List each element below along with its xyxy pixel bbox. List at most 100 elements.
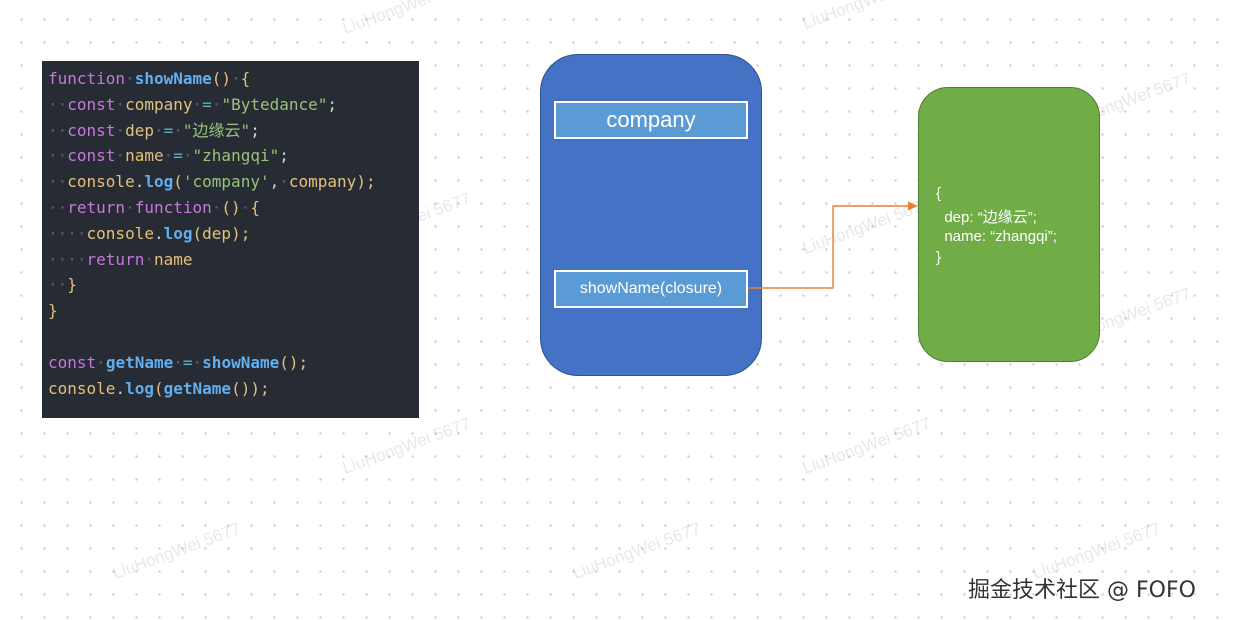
code-token: · — [173, 352, 183, 372]
code-token: ···· — [48, 249, 87, 269]
code-line: ··} — [48, 272, 419, 298]
code-token: ·· — [48, 146, 68, 166]
code-token: dep — [125, 120, 154, 140]
code-token: ; — [250, 120, 260, 140]
code-token: ···· — [48, 223, 87, 243]
code-line: ····return·name — [48, 247, 419, 273]
code-token: () — [221, 197, 241, 217]
code-token: getName — [163, 378, 232, 398]
code-token: console — [48, 378, 116, 398]
code-line: console.log(getName()); — [48, 376, 419, 402]
code-token: ( — [153, 378, 164, 398]
code-token: company — [288, 172, 357, 192]
code-token: showName — [134, 69, 212, 88]
code-token: getName — [105, 352, 174, 372]
code-token: ·· — [48, 120, 68, 140]
code-token: showName — [202, 352, 280, 372]
code-token: log — [125, 378, 154, 398]
code-token: "Bytedance" — [221, 94, 328, 114]
code-token: · — [279, 172, 289, 192]
code-token: name — [153, 249, 193, 269]
code-token: , — [269, 172, 280, 192]
code-token: function — [134, 197, 212, 217]
code-token: dep — [202, 223, 232, 243]
code-token: const — [48, 352, 97, 372]
code-line: ····console.log(dep); — [48, 221, 419, 247]
code-token: · — [211, 94, 222, 114]
code-token: log — [144, 172, 174, 192]
code-token: = — [173, 146, 183, 166]
code-token: · — [173, 120, 183, 140]
code-token: · — [125, 197, 135, 217]
code-token: · — [125, 69, 135, 88]
code-panel: function·showName()·{··const·company·=·"… — [42, 61, 419, 418]
closure-object-line: name: “zhangqi”; — [936, 228, 1057, 245]
code-token: 'company' — [182, 172, 270, 192]
code-token: const — [67, 146, 116, 166]
code-line: ··const·dep·=·"边缘云"; — [48, 118, 419, 144]
code-token: return — [86, 249, 145, 269]
code-line: ··console.log('company',·company); — [48, 169, 419, 195]
code-token: name — [125, 146, 164, 166]
code-token: · — [115, 146, 126, 166]
code-token: ·· — [48, 197, 68, 217]
code-token: · — [153, 120, 164, 140]
code-token: function — [48, 69, 126, 88]
code-line: const·getName·=·showName(); — [48, 350, 419, 376]
code-token: ; — [327, 94, 338, 114]
code-line: function·showName()·{ — [48, 66, 419, 92]
code-token: · — [96, 352, 106, 372]
code-token: . — [134, 172, 145, 192]
code-token: log — [163, 223, 193, 243]
code-line: ··const·name·=·"zhangqi"; — [48, 143, 419, 169]
company-variable-label: company — [606, 107, 696, 132]
brand-watermark: 掘金技术社区 @ FOFO — [968, 578, 1196, 603]
code-token: · — [192, 352, 203, 372]
code-token: = — [182, 352, 193, 372]
connector-line — [748, 205, 910, 289]
code-token: . — [153, 223, 164, 243]
closure-object-line: { — [936, 185, 942, 202]
code-token: ()); — [231, 378, 270, 398]
code-token: · — [163, 146, 174, 166]
code-token: ); — [356, 172, 376, 192]
code-token: = — [202, 94, 212, 114]
code-line: } — [48, 298, 419, 324]
code-token: company — [125, 94, 193, 114]
code-token: · — [192, 94, 203, 114]
closure-object-line: } — [936, 249, 942, 266]
company-variable-box: company — [554, 101, 748, 139]
code-token: () — [211, 69, 232, 88]
code-token: "zhangqi" — [192, 146, 280, 166]
code-line: ··const·company·=·"Bytedance"; — [48, 92, 419, 118]
code-token: const — [67, 120, 116, 140]
code-token: · — [240, 197, 251, 217]
code-token: = — [163, 120, 174, 140]
closure-object-box — [918, 87, 1100, 362]
code-token: . — [115, 378, 126, 398]
code-token: · — [211, 197, 222, 217]
code-token: { — [240, 69, 251, 88]
closure-object-line: dep: “边缘云”; — [936, 209, 1037, 226]
code-token: · — [115, 94, 126, 114]
code-token: } — [67, 275, 77, 295]
code-token: ·· — [48, 275, 68, 295]
code-token: ); — [231, 223, 251, 243]
connector-arrowhead — [908, 201, 918, 211]
code-token: ; — [279, 146, 289, 166]
code-token: · — [231, 69, 241, 88]
code-token: { — [250, 197, 260, 217]
code-token: "边缘云" — [182, 120, 251, 140]
code-token: ( — [173, 172, 183, 192]
code-token: (); — [279, 352, 309, 372]
code-token: } — [48, 301, 58, 321]
code-token: ( — [192, 223, 203, 243]
code-token: · — [144, 249, 154, 269]
code-token: · — [115, 120, 126, 140]
code-line: ··return·function·()·{ — [48, 195, 419, 221]
code-token: return — [67, 197, 126, 217]
code-token: console — [86, 223, 154, 243]
code-token: · — [182, 146, 193, 166]
code-token: const — [67, 94, 116, 114]
